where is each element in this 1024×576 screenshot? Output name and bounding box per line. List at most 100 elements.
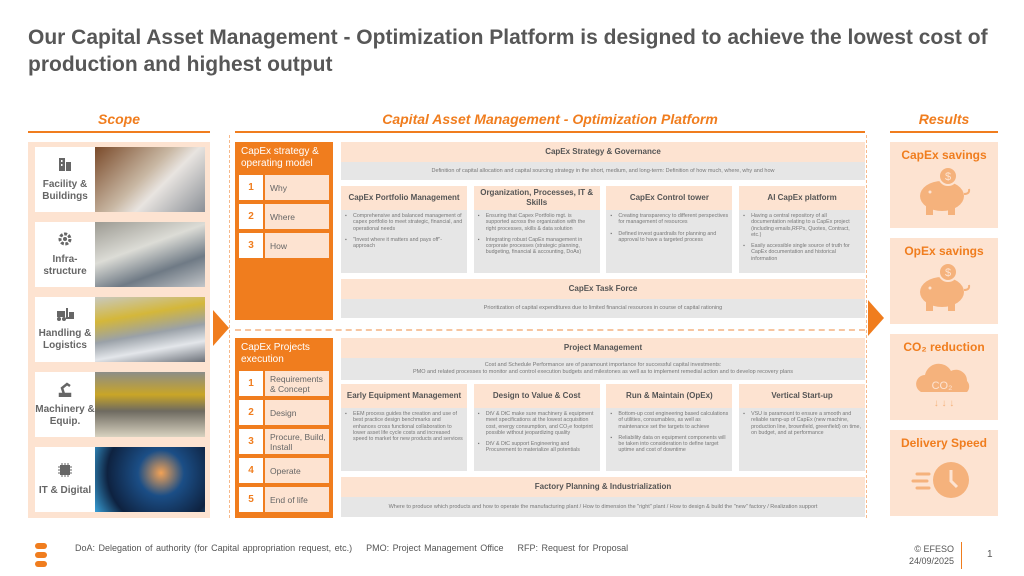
project-mgmt-desc: Cost and Schedule Performance are of par… bbox=[341, 358, 865, 380]
card-title: Organization, Processes, IT & Skills bbox=[473, 186, 600, 210]
project-mgmt-desc-line1: Cost and Schedule Performance are of par… bbox=[484, 362, 722, 368]
step-label: Operate bbox=[265, 458, 329, 483]
card-title: CapEx Portfolio Management bbox=[341, 186, 467, 210]
capability-card: CapEx Portfolio ManagementComprehensive … bbox=[341, 186, 467, 273]
step-label: Where bbox=[265, 204, 329, 229]
scope-item: Machinery & Equip. bbox=[35, 372, 205, 437]
scope-photo bbox=[95, 297, 205, 362]
divider bbox=[866, 135, 867, 518]
card-body: Comprehensive and balanced management of… bbox=[341, 210, 467, 273]
step-label: Why bbox=[265, 175, 329, 200]
step-number: 3 bbox=[239, 233, 263, 258]
card-body: Having a central repository of all docum… bbox=[739, 210, 866, 273]
capability-card: Design to Value & CostDtV & DtC make sur… bbox=[473, 384, 600, 471]
arrow-right-icon bbox=[213, 310, 229, 346]
bullet: Creating transparency to different persp… bbox=[610, 213, 728, 226]
capability-card: AI CapEx platformHaving a central reposi… bbox=[739, 186, 866, 273]
factory-desc: Where to produce which products and how … bbox=[341, 497, 865, 517]
piggy-bank-icon: $ bbox=[920, 166, 971, 215]
result-card: CapEx savings $ bbox=[890, 142, 998, 228]
task-force-title: CapEx Task Force bbox=[341, 279, 865, 299]
chip-icon bbox=[57, 462, 73, 485]
date: 24/09/2025 bbox=[908, 556, 954, 566]
step-number: 4 bbox=[239, 458, 263, 483]
piggy-bank-icon: $ bbox=[920, 262, 971, 311]
result-label: CO₂ reduction bbox=[903, 340, 985, 354]
card-title: AI CapEx platform bbox=[739, 186, 866, 210]
step-label: Requirements & Concept bbox=[265, 371, 329, 396]
page-title: Our Capital Asset Management - Optimizat… bbox=[28, 26, 988, 76]
section-divider bbox=[235, 329, 865, 331]
scope-label-text: IT & Digital bbox=[38, 485, 92, 496]
bullet: "Invest where it matters and pays off"-a… bbox=[345, 237, 463, 250]
svg-text:$: $ bbox=[945, 171, 951, 183]
card-body: Creating transparency to different persp… bbox=[606, 210, 733, 273]
scope-photo bbox=[95, 222, 205, 287]
capability-card: Early Equipment ManagementEEM process gu… bbox=[341, 384, 467, 471]
scope-item: IT & Digital bbox=[35, 447, 205, 512]
results-header: Results bbox=[890, 111, 998, 133]
svg-text:$: $ bbox=[945, 267, 951, 279]
svg-text:↓ ↓ ↓: ↓ ↓ ↓ bbox=[934, 398, 955, 409]
scope-label: IT & Digital bbox=[35, 447, 95, 512]
clock-speed-icon bbox=[911, 462, 969, 498]
divider bbox=[229, 135, 230, 518]
co2-cloud-icon: CO₂ ↓ ↓ ↓ bbox=[916, 363, 970, 409]
gear-icon bbox=[57, 231, 73, 254]
footer-divider bbox=[961, 542, 962, 569]
result-label: CapEx savings bbox=[901, 148, 987, 162]
step-number: 2 bbox=[239, 204, 263, 229]
forklift-icon bbox=[55, 307, 75, 328]
step-number: 1 bbox=[239, 175, 263, 200]
bullet: VSU is paramount to ensure a smooth and … bbox=[743, 411, 861, 436]
scope-label-text: Handling & Logistics bbox=[38, 328, 92, 351]
scope-photo bbox=[95, 447, 205, 512]
bullet: Easily accessible single source of truth… bbox=[743, 243, 861, 262]
scope-item: Handling & Logistics bbox=[35, 297, 205, 362]
scope-label-text: Facility & Buildings bbox=[42, 179, 88, 202]
platform-header: Capital Asset Management - Optimization … bbox=[235, 111, 865, 133]
result-card: Delivery Speed bbox=[890, 430, 998, 516]
card-body: VSU is paramount to ensure a smooth and … bbox=[739, 408, 866, 471]
card-title: Early Equipment Management bbox=[341, 384, 467, 408]
card-title: CapEx Control tower bbox=[606, 186, 733, 210]
bullet: Defined invest guardrails for planning a… bbox=[610, 231, 728, 244]
co2-text: CO₂ bbox=[932, 380, 953, 392]
arrow-right-icon bbox=[868, 300, 884, 336]
governance-title: CapEx Strategy & Governance bbox=[341, 142, 865, 162]
scope-label: Handling & Logistics bbox=[35, 297, 95, 362]
capability-card: CapEx Control towerCreating transparency… bbox=[606, 186, 733, 273]
step-number: 5 bbox=[239, 487, 263, 512]
bullet: Ensuring that Capex Portfolio mgt. is su… bbox=[478, 213, 596, 232]
scope-label: Infra-structure bbox=[35, 222, 95, 287]
scope-label-text: Infra-structure bbox=[43, 254, 87, 277]
capability-card: Vertical Start-upVSU is paramount to ens… bbox=[739, 384, 866, 471]
step-label: Procure, Build, Install bbox=[265, 429, 329, 454]
result-label: OpEx savings bbox=[904, 244, 984, 258]
page-number: 1 bbox=[987, 549, 993, 560]
strategy-model-title: CapEx strategy & operating model bbox=[241, 146, 319, 169]
footer-meta: © EFESO 24/09/2025 bbox=[880, 543, 954, 567]
governance-desc: Definition of capital allocation and cap… bbox=[341, 162, 865, 180]
card-title: Run & Maintain (OpEx) bbox=[606, 384, 733, 408]
copyright: © EFESO bbox=[914, 544, 954, 554]
scope-photo bbox=[95, 147, 205, 212]
robot-arm-icon bbox=[57, 381, 73, 404]
bullet: DtV & DtC support Engineering and Procur… bbox=[478, 441, 596, 454]
result-card: OpEx savings $ bbox=[890, 238, 998, 324]
capability-card: Run & Maintain (OpEx) Bottom-up cost engi… bbox=[606, 384, 733, 471]
step-number: 1 bbox=[239, 371, 263, 396]
bullet: Bottom-up cost engineering based calcula… bbox=[610, 411, 728, 430]
scope-item: Infra-structure bbox=[35, 222, 205, 287]
bullet: Integrating robust CapEx management in c… bbox=[478, 237, 596, 256]
projects-execution-title: CapEx Projects execution bbox=[241, 342, 310, 365]
card-title: Vertical Start-up bbox=[739, 384, 866, 408]
